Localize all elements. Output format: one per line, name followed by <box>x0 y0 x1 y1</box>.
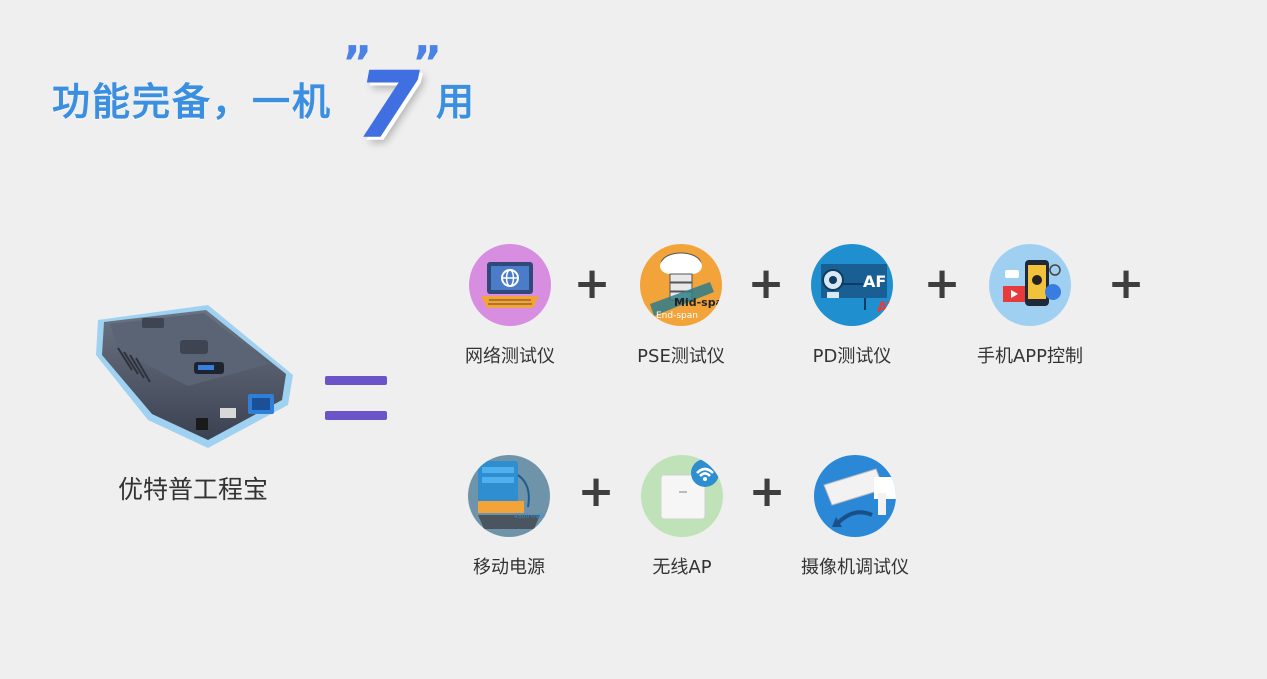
quote-close: ” <box>412 36 443 90</box>
wireless-ap-icon <box>641 455 723 537</box>
device-image <box>88 300 298 450</box>
plus-sign: + <box>748 466 786 517</box>
device-label: 优特普工程宝 <box>117 475 268 504</box>
af-text: AF <box>863 272 886 291</box>
function-camera-tester: 摄像机调试仪 <box>770 455 940 579</box>
function-label: 无线AP <box>652 557 712 578</box>
equals-bar-bottom <box>325 411 387 420</box>
function-pse-tester: Mid-span End-span PSE测试仪 <box>596 244 766 368</box>
quote-open: ” <box>342 36 373 90</box>
at-text: AT <box>877 300 893 316</box>
function-power-bank: 4500 mAh 移动电源 <box>424 455 594 579</box>
plus-sign: + <box>923 258 961 309</box>
function-label: PD测试仪 <box>812 346 892 367</box>
plus-sign: + <box>573 258 611 309</box>
cloud-server-icon: Mid-span End-span <box>640 244 722 326</box>
function-label: PSE测试仪 <box>637 346 725 367</box>
plus-sign: + <box>747 258 785 309</box>
function-app-control: 手机APP控制 <box>945 244 1115 368</box>
plus-sign: + <box>577 466 615 517</box>
headline-number: 7 <box>356 52 421 159</box>
laptop-globe-icon <box>469 244 551 326</box>
camera-monitor-icon: AF AT <box>811 244 893 326</box>
function-wireless-ap: 无线AP <box>597 455 767 579</box>
power-bank-icon: 4500 mAh <box>468 455 550 537</box>
seven-badge: ” 7 ” <box>342 36 442 159</box>
headline-prefix: 功能完备，一机 <box>52 79 333 124</box>
capacity-text: 4500 mAh <box>514 513 545 520</box>
function-network-tester: 网络测试仪 <box>425 244 595 368</box>
function-pd-tester: AF AT PD测试仪 <box>767 244 937 368</box>
equals-bar-top <box>325 376 387 385</box>
function-label: 摄像机调试仪 <box>801 557 909 578</box>
function-label: 移动电源 <box>473 557 545 578</box>
mid-span-text: Mid-span <box>674 296 722 309</box>
headline: 功能完备，一机 ” 7 ” 用 <box>52 36 477 159</box>
cctv-camera-icon <box>814 455 896 537</box>
function-label: 网络测试仪 <box>465 346 555 367</box>
plus-sign: + <box>1107 258 1145 309</box>
function-label: 手机APP控制 <box>976 346 1084 367</box>
smartphone-app-icon <box>989 244 1071 326</box>
equals-sign <box>325 376 387 420</box>
headline-suffix: 用 <box>436 79 477 124</box>
end-span-text: End-span <box>656 311 698 321</box>
